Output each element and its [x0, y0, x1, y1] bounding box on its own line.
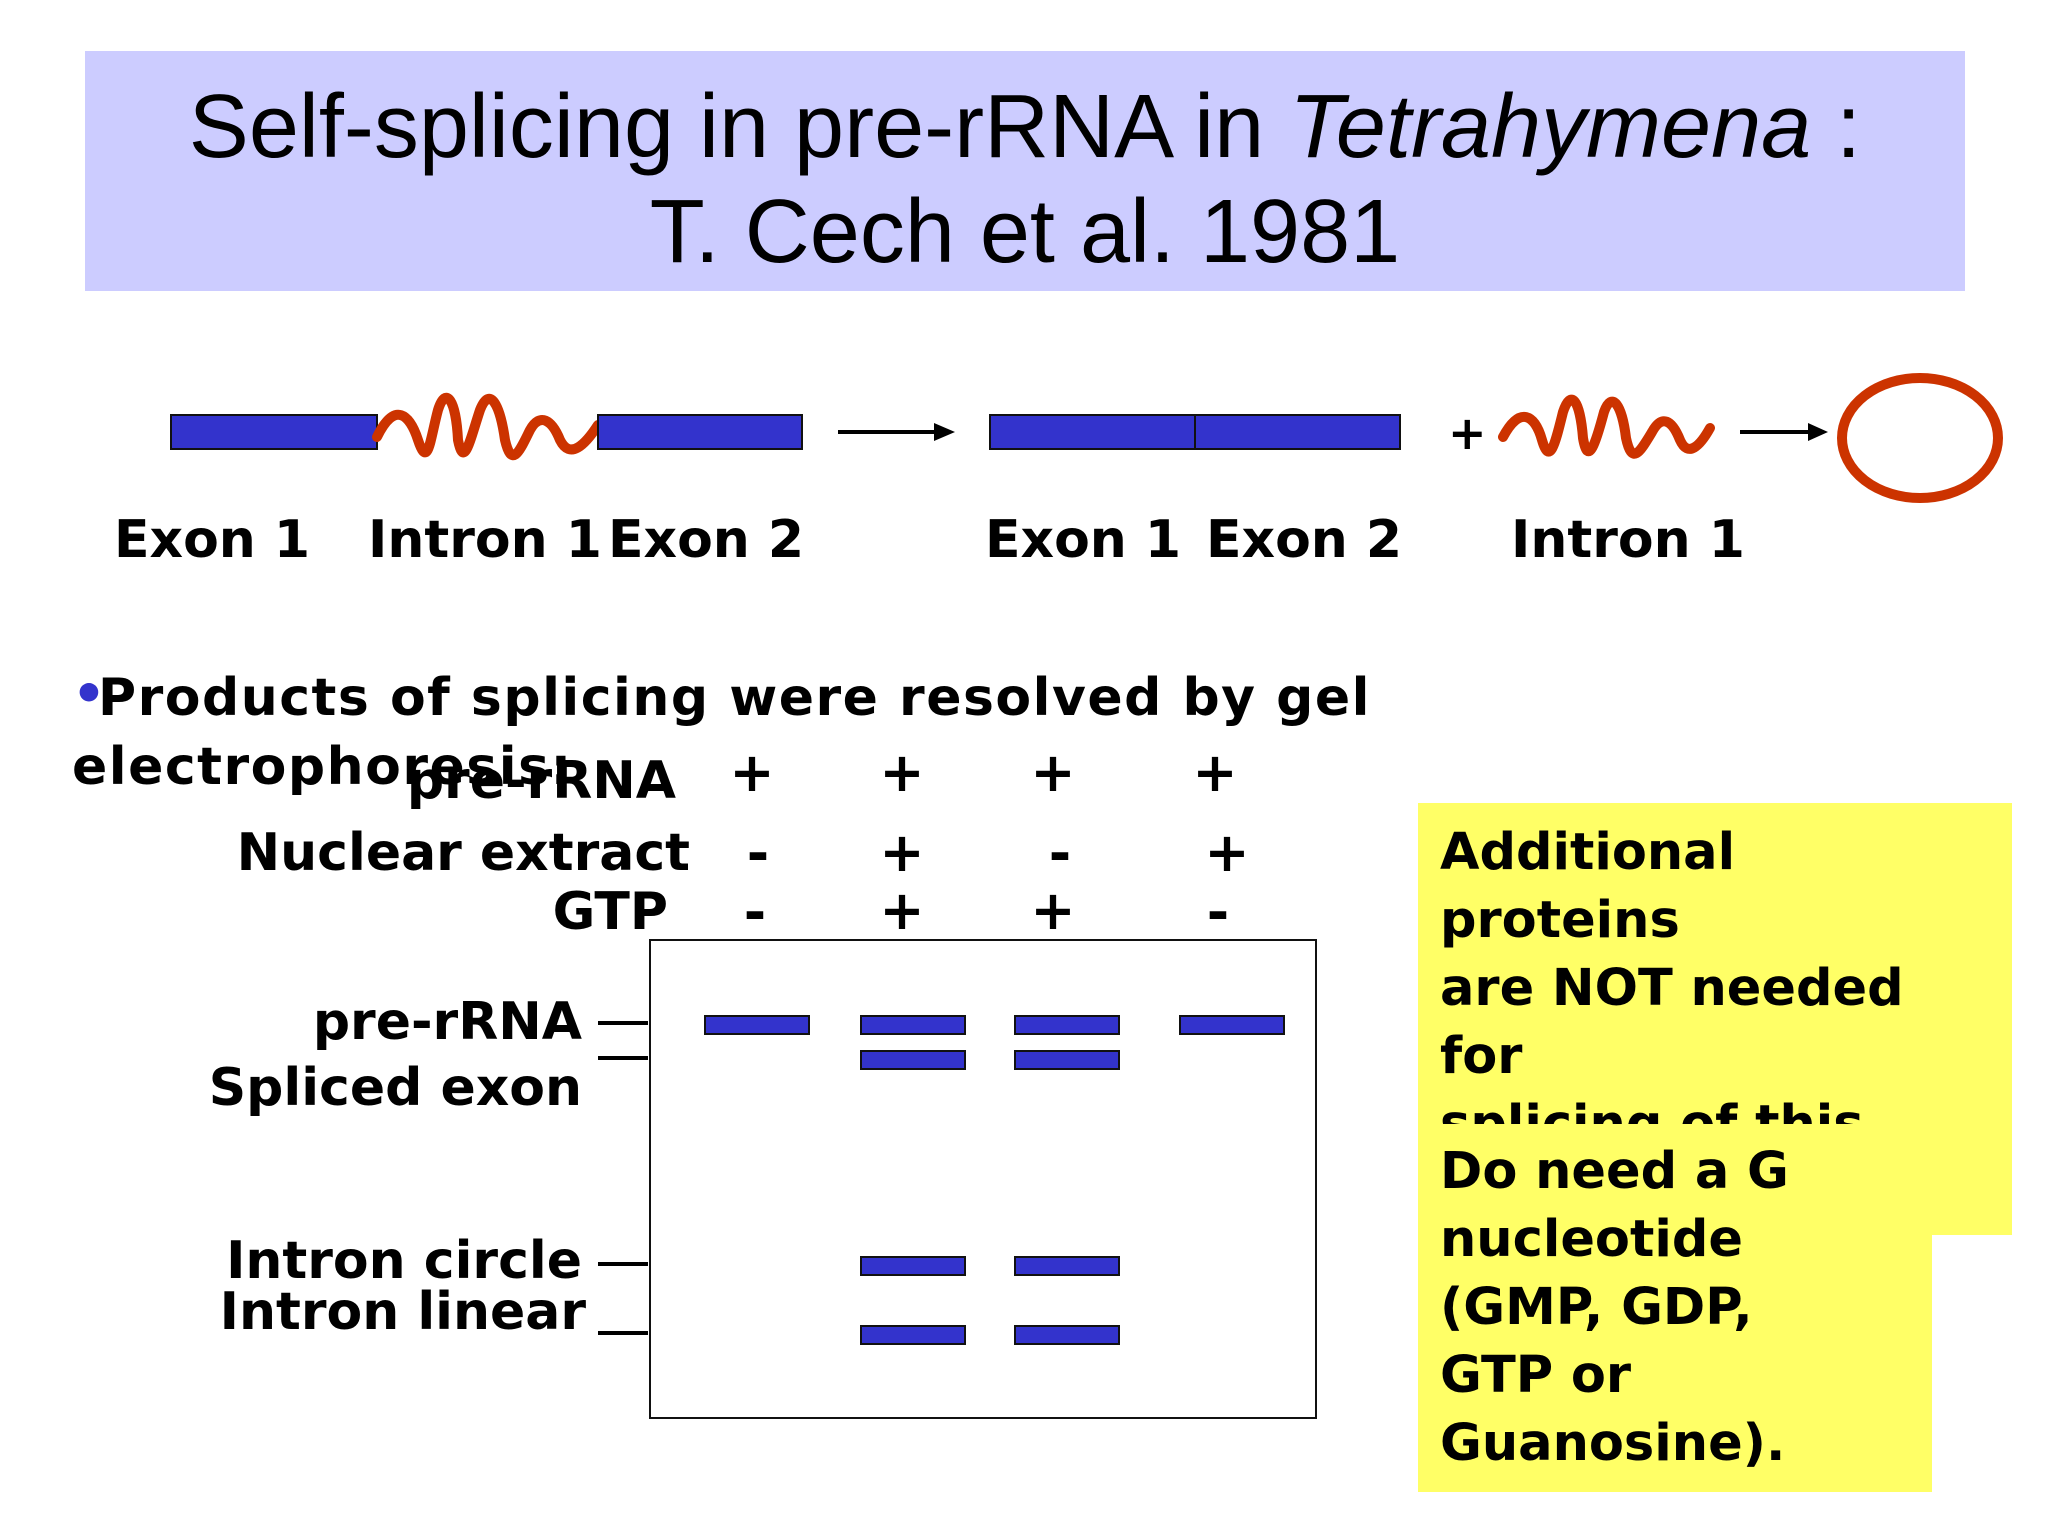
note-g-line: nucleotide — [1440, 1210, 1743, 1269]
label-exon1: Exon 1 — [114, 510, 311, 570]
sign-pre-rrna-lane4: + — [1192, 741, 1238, 804]
title-suffix: : — [1811, 77, 1862, 177]
title-banner: Self-splicing in pre-rRNA in Tetrahymena… — [85, 51, 1965, 291]
title-line-2: T. Cech et al. 1981 — [649, 182, 1401, 282]
gel-band-spliced-exon-lane3 — [1014, 1050, 1120, 1070]
gel-band-intron-linear-lane2 — [860, 1325, 966, 1345]
note-g-nucleotide: Do need a G nucleotide (GMP, GDP, GTP or… — [1418, 1124, 1932, 1492]
gel-band-pre-rrna-lane2 — [860, 1015, 966, 1035]
label-product-exon1: Exon 1 — [985, 510, 1182, 570]
condition-label-nuclear-extract: Nuclear extract — [236, 823, 690, 883]
condition-label-pre-rrna: pre-rRNA — [406, 751, 676, 811]
sign-nuclear-lane3: - — [1048, 822, 1072, 885]
label-product-intron: Intron 1 — [1511, 510, 1745, 570]
sign-gtp-lane2: + — [879, 879, 925, 942]
gel-label-spliced-exon: Spliced exon — [208, 1058, 582, 1118]
title-line-1: Self-splicing in pre-rRNA in Tetrahymena… — [85, 82, 1965, 172]
gel-label-intron-circle: Intron circle — [226, 1231, 582, 1291]
sign-pre-rrna-lane2: + — [879, 741, 925, 804]
sign-pre-rrna-lane1: + — [729, 741, 775, 804]
bullet-line-2: electrophoresis: — [72, 737, 573, 797]
plus-sign: + — [1448, 406, 1487, 460]
gel-bands — [704, 1015, 1285, 1345]
splicing-scheme — [170, 373, 2003, 503]
sign-gtp-lane3: + — [1030, 879, 1076, 942]
released-intron-squiggle — [1498, 394, 1715, 459]
label-intron1: Intron 1 — [368, 510, 602, 570]
gel-band-intron-linear-lane3 — [1014, 1325, 1120, 1345]
note-g-nucleotide-text: Do need a G nucleotide (GMP, GDP, GTP or… — [1440, 1138, 1789, 1478]
note-g-line: GTP or — [1440, 1346, 1632, 1405]
gel-band-pre-rrna-lane3 — [1014, 1015, 1120, 1035]
exon1-block — [170, 414, 378, 450]
bullet-marker: • — [72, 664, 106, 725]
sign-gtp-lane1: - — [743, 881, 767, 944]
condition-label-gtp: GTP — [552, 882, 668, 942]
note-g-line: (GMP, GDP, — [1440, 1278, 1753, 1337]
circularization-arrow-icon — [1740, 423, 1828, 441]
gel-band-pre-rrna-lane1 — [704, 1015, 810, 1035]
gel-box — [649, 939, 1317, 1419]
gel-label-intron-linear: Intron linear — [219, 1282, 586, 1342]
gel-band-intron-circle-lane3 — [1014, 1256, 1120, 1276]
note-g-line: Do need a G — [1440, 1142, 1789, 1201]
label-product-exon2: Exon 2 — [1206, 510, 1403, 570]
title-prefix: Self-splicing in pre-rRNA in — [188, 77, 1290, 177]
sign-nuclear-lane1: - — [746, 822, 770, 885]
note-proteins-text: Additional proteins are NOT needed for s… — [1440, 819, 1904, 1159]
gel-band-intron-circle-lane2 — [860, 1256, 966, 1276]
note-proteins-line: proteins — [1440, 891, 1680, 950]
ligated-exon2-block — [1194, 414, 1401, 450]
sign-gtp-lane4: - — [1206, 881, 1230, 944]
note-g-line: Guanosine). — [1440, 1414, 1786, 1473]
sign-pre-rrna-lane3: + — [1030, 741, 1076, 804]
note-proteins-line: are NOT needed — [1440, 959, 1904, 1018]
gel-band-spliced-exon-lane2 — [860, 1050, 966, 1070]
bullet-line-1: Products of splicing were resolved by ge… — [98, 668, 1371, 728]
note-proteins-line: for — [1440, 1027, 1523, 1086]
gel-band-pre-rrna-lane4 — [1179, 1015, 1285, 1035]
title-organism: Tetrahymena — [1289, 77, 1812, 177]
reaction-arrow-icon — [838, 423, 955, 441]
gel-label-pre-rrna: pre-rRNA — [312, 992, 582, 1052]
exon2-block — [597, 414, 803, 450]
label-exon2: Exon 2 — [608, 510, 805, 570]
sign-nuclear-lane4: + — [1204, 821, 1250, 884]
intron1-squiggle — [372, 392, 603, 461]
intron-circle-icon — [1837, 373, 2003, 503]
sign-nuclear-lane2: + — [879, 821, 925, 884]
note-proteins-line: Additional — [1440, 823, 1736, 882]
